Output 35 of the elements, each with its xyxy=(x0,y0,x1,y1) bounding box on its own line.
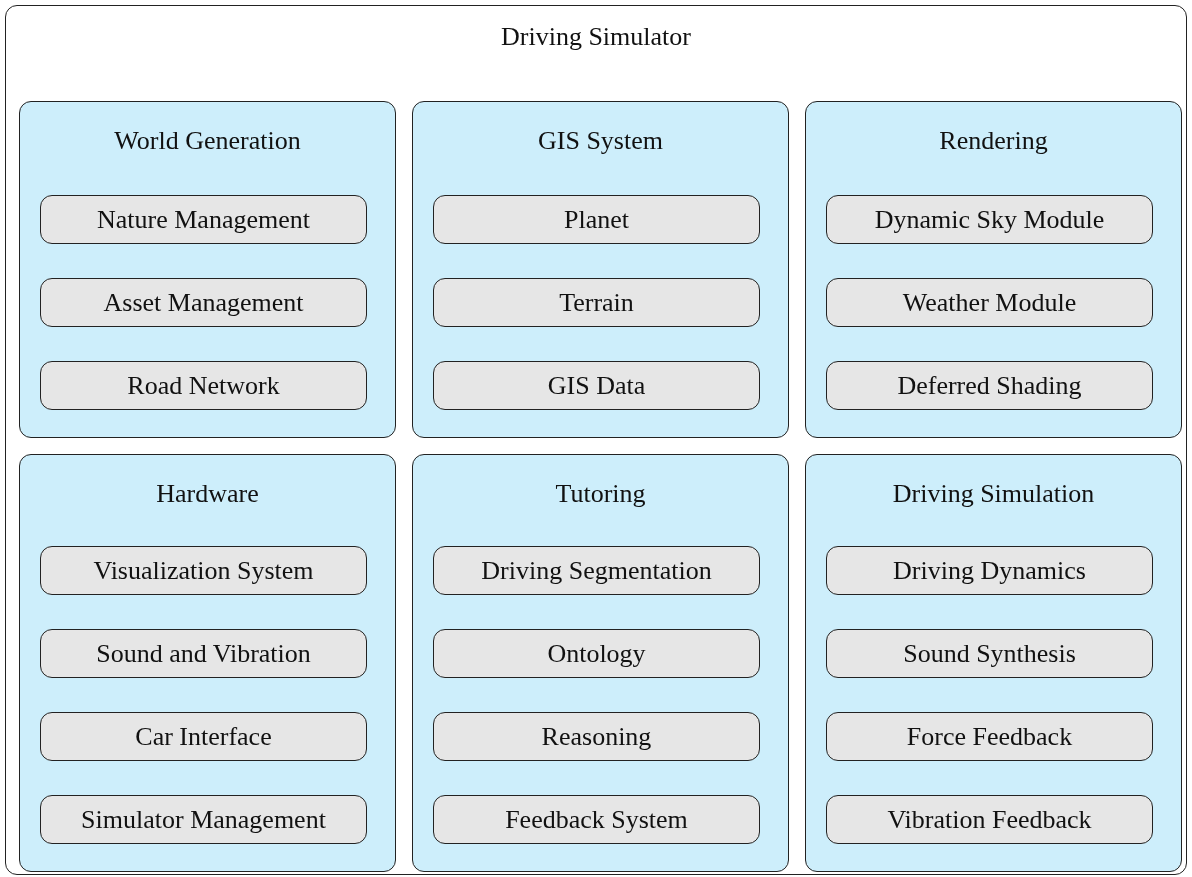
module-title: Tutoring xyxy=(555,479,646,509)
component-box: Visualization System xyxy=(40,546,367,595)
component-box: Terrain xyxy=(433,278,760,327)
module-title: World Generation xyxy=(114,126,301,156)
module-panel xyxy=(412,454,789,872)
component-box: Nature Management xyxy=(40,195,367,244)
component-box: Planet xyxy=(433,195,760,244)
component-box: Force Feedback xyxy=(826,712,1153,761)
module-panel xyxy=(805,101,1182,438)
component-box: Driving Dynamics xyxy=(826,546,1153,595)
module-title: Rendering xyxy=(939,126,1048,156)
module-panel xyxy=(805,454,1182,872)
component-box: Vibration Feedback xyxy=(826,795,1153,844)
component-box: Sound and Vibration xyxy=(40,629,367,678)
module-title: Hardware xyxy=(156,479,259,509)
component-box: Reasoning xyxy=(433,712,760,761)
module-title: GIS System xyxy=(538,126,663,156)
component-box: Feedback System xyxy=(433,795,760,844)
module-panel xyxy=(19,101,396,438)
component-box: Asset Management xyxy=(40,278,367,327)
component-box: Simulator Management xyxy=(40,795,367,844)
module-panel xyxy=(19,454,396,872)
component-box: Car Interface xyxy=(40,712,367,761)
frame-title: Driving Simulator xyxy=(501,22,691,52)
module-title: Driving Simulation xyxy=(892,479,1095,509)
component-box: GIS Data xyxy=(433,361,760,410)
component-box: Ontology xyxy=(433,629,760,678)
simulator-frame xyxy=(5,5,1187,875)
component-box: Road Network xyxy=(40,361,367,410)
component-box: Deferred Shading xyxy=(826,361,1153,410)
component-box: Weather Module xyxy=(826,278,1153,327)
module-panel xyxy=(412,101,789,438)
component-box: Driving Segmentation xyxy=(433,546,760,595)
component-box: Sound Synthesis xyxy=(826,629,1153,678)
component-box: Dynamic Sky Module xyxy=(826,195,1153,244)
